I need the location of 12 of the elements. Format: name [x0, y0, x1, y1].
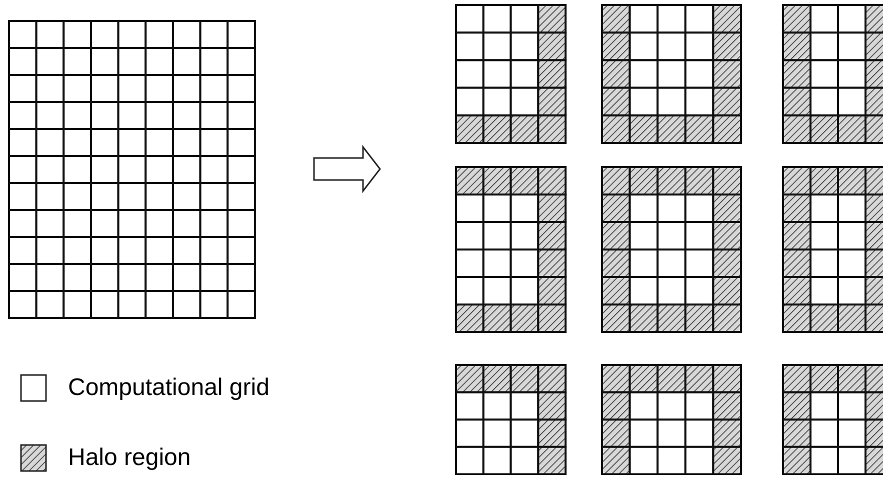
- computational-grid-drawing: [8, 20, 256, 319]
- subdomain-grid-drawing: [455, 166, 567, 333]
- subdomain-grid-drawing: [601, 4, 742, 144]
- subdomain-grid-drawing: [782, 364, 883, 476]
- subdomain-grid-drawing: [782, 4, 883, 144]
- subdomain-grid-drawing: [455, 4, 567, 144]
- subdomain-grid-drawing: [455, 364, 567, 476]
- subdomain-grid-drawing: [782, 166, 883, 333]
- subdomain-grid-drawing: [601, 166, 742, 333]
- subdomain-grid-drawing: [601, 364, 742, 476]
- legend-label: Halo region: [68, 444, 191, 472]
- legend-label: Computational grid: [68, 374, 270, 402]
